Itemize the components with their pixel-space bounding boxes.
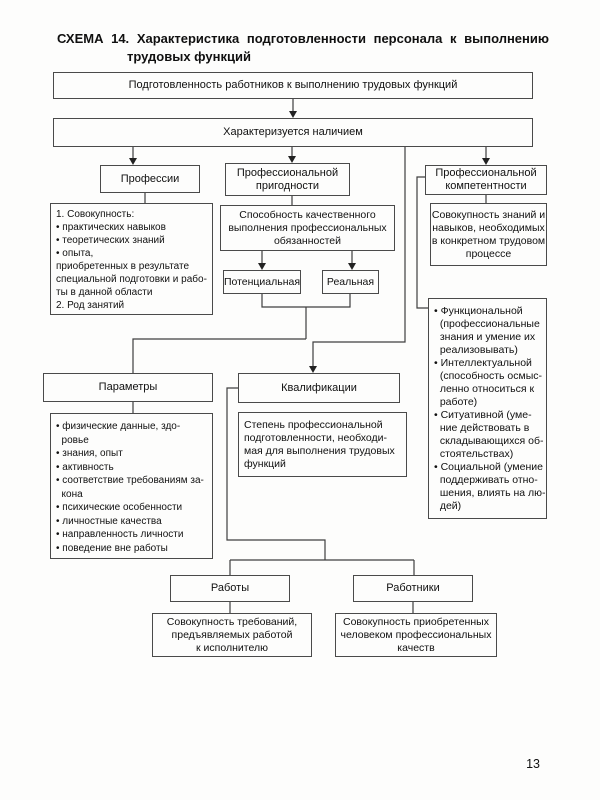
competence-types-box: • Функциональной (профессиональные знани… [428, 298, 547, 519]
professions-header-box: Профессии [100, 165, 200, 193]
root-box: Подготовленность работников к выполнению… [53, 72, 533, 99]
competence-body-box: Совокупность знаний и навыков, необходим… [430, 203, 547, 266]
schema-label: СХЕМА 14. [57, 31, 130, 46]
page-title: СХЕМА 14. Характеристика подготовленност… [57, 30, 549, 48]
parameters-body-box: • физические данные, здо- ровье • знания… [50, 413, 213, 559]
suitability-header-box: Профессиональной пригодности [225, 163, 350, 196]
qualifications-header-box: Квалификации [238, 373, 400, 403]
workers-header-box: Работники [353, 575, 473, 602]
page-number: 13 [526, 757, 540, 771]
workers-body-box: Совокупность приобретенных человеком про… [335, 613, 497, 657]
potential-box: Потенциальная [223, 270, 301, 294]
professions-body-box: 1. Совокупность: • практических навыков … [50, 203, 213, 315]
parameters-header-box: Параметры [43, 373, 213, 402]
title-text: Характеристика подготовленности персонал… [136, 31, 549, 46]
works-body-box: Совокупность требований, предъявляемых р… [152, 613, 312, 657]
page-title-line2: трудовых функций [127, 49, 251, 64]
suitability-body-box: Способность качественного выполнения про… [220, 205, 395, 251]
qualifications-body-box: Степень профессиональной подготовленност… [238, 412, 407, 477]
competence-header-box: Профессиональной компетентности [425, 165, 547, 195]
characterized-box: Характеризуется наличием [53, 118, 533, 147]
works-header-box: Работы [170, 575, 290, 602]
real-box: Реальная [322, 270, 379, 294]
